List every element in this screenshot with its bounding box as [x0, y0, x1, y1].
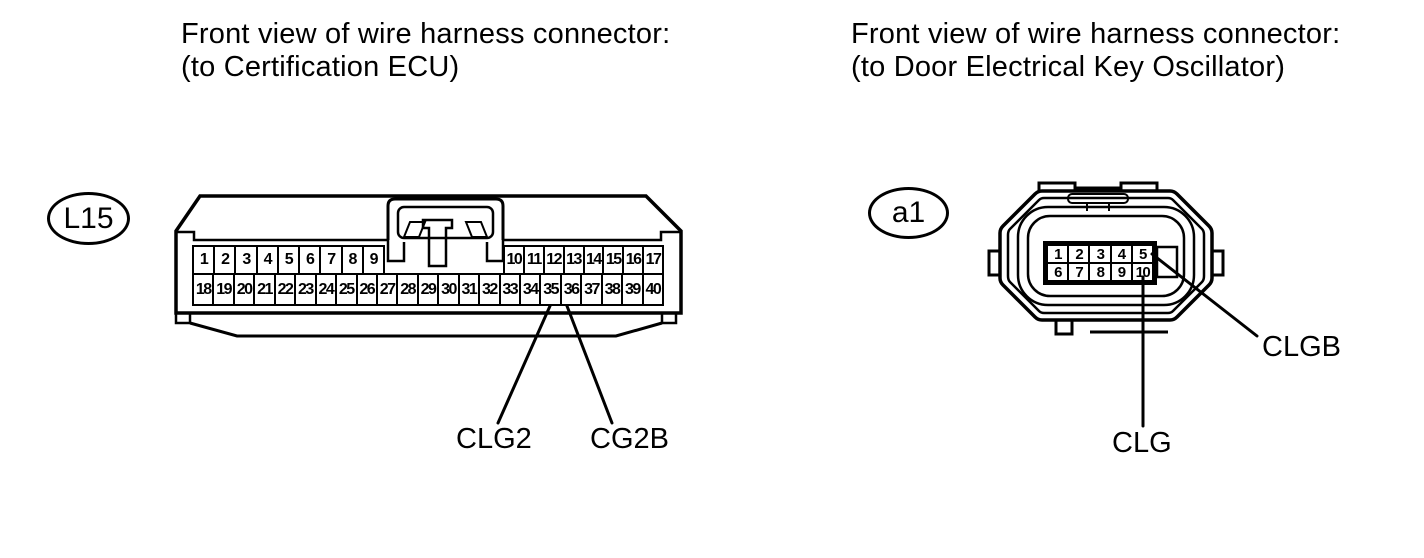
pin-cell-19: 19	[212, 273, 235, 306]
terminal-label-clgb: CLGB	[1262, 331, 1341, 363]
pin-cell-23: 23	[294, 273, 317, 306]
connector-code-a1: a1	[891, 196, 926, 229]
pin-cell-11: 11	[522, 245, 545, 275]
pin-cell-8: 8	[340, 245, 364, 275]
left-title-line1: Front view of wire harness connector:	[181, 18, 671, 50]
pin-cell-29: 29	[416, 273, 440, 306]
pin-cell-37: 37	[580, 273, 603, 306]
pin-cell-3: 3	[234, 245, 258, 275]
left-title-line2: (to Certification ECU)	[181, 51, 460, 83]
right-title-line1: Front view of wire harness connector:	[851, 18, 1341, 50]
pin-cell-5: 5	[276, 245, 301, 275]
pin-cell-35: 35	[539, 273, 562, 306]
pin-cell-9: 9	[1109, 262, 1133, 282]
pin-cell-14: 14	[582, 245, 605, 275]
pin-cell-31: 31	[457, 273, 481, 306]
left-diagram-title: Front view of wire harness connector: (t…	[181, 18, 670, 84]
pin-cell-3: 3	[1088, 244, 1112, 264]
connector-code-l15: L15	[63, 201, 114, 235]
connector-code-badge-l15: L15	[47, 192, 130, 245]
connector-code-badge-a1: a1	[868, 187, 949, 239]
pin-cell-7: 7	[319, 245, 343, 275]
pin-cell-9: 9	[361, 245, 385, 275]
pin-cell-39: 39	[621, 273, 644, 306]
pin-cell-15: 15	[602, 245, 625, 275]
left-connector-latch-icon	[386, 197, 505, 268]
pin-cell-4: 4	[1109, 244, 1133, 264]
pin-cell-21: 21	[253, 273, 276, 306]
pin-cell-13: 13	[562, 245, 585, 275]
pin-cell-10: 10	[503, 245, 525, 275]
left-connector-body	[174, 194, 683, 338]
pin-cell-6: 6	[298, 245, 322, 275]
right-title-line2: (to Door Electrical Key Oscillator)	[851, 51, 1286, 83]
pin-cell-34: 34	[519, 273, 542, 306]
pin-cell-7: 7	[1067, 262, 1091, 282]
pin-cell-26: 26	[355, 273, 378, 306]
pin-cell-1: 1	[1046, 244, 1070, 264]
pin-cell-32: 32	[478, 273, 501, 306]
pin-cell-2: 2	[1067, 244, 1091, 264]
pin-cell-5: 5	[1130, 244, 1155, 264]
pin-cell-33: 33	[498, 273, 521, 306]
pin-cell-18: 18	[192, 273, 215, 306]
pin-cell-27: 27	[375, 273, 399, 306]
terminal-label-clg2: CLG2	[456, 423, 532, 455]
pin-cell-4: 4	[255, 245, 279, 275]
pin-cell-28: 28	[396, 273, 419, 306]
pin-cell-6: 6	[1046, 262, 1070, 282]
pin-cell-8: 8	[1088, 262, 1112, 282]
terminal-label-clg: CLG	[1112, 427, 1172, 459]
terminal-label-cg2b: CG2B	[590, 423, 669, 455]
pin-cell-16: 16	[622, 245, 645, 275]
pin-cell-36: 36	[559, 273, 583, 306]
pin-cell-20: 20	[232, 273, 256, 306]
pin-cell-17: 17	[642, 245, 664, 275]
pin-cell-30: 30	[437, 273, 460, 306]
pin-cell-10: 10	[1130, 262, 1155, 282]
pin-cell-25: 25	[335, 273, 358, 306]
pin-cell-22: 22	[273, 273, 297, 306]
pin-cell-1: 1	[192, 245, 216, 275]
pin-cell-12: 12	[542, 245, 565, 275]
pin-cell-2: 2	[213, 245, 237, 275]
pin-cell-40: 40	[641, 273, 665, 306]
right-diagram-title: Front view of wire harness connector: (t…	[851, 18, 1340, 84]
pin-cell-38: 38	[600, 273, 624, 306]
pin-cell-24: 24	[314, 273, 338, 306]
